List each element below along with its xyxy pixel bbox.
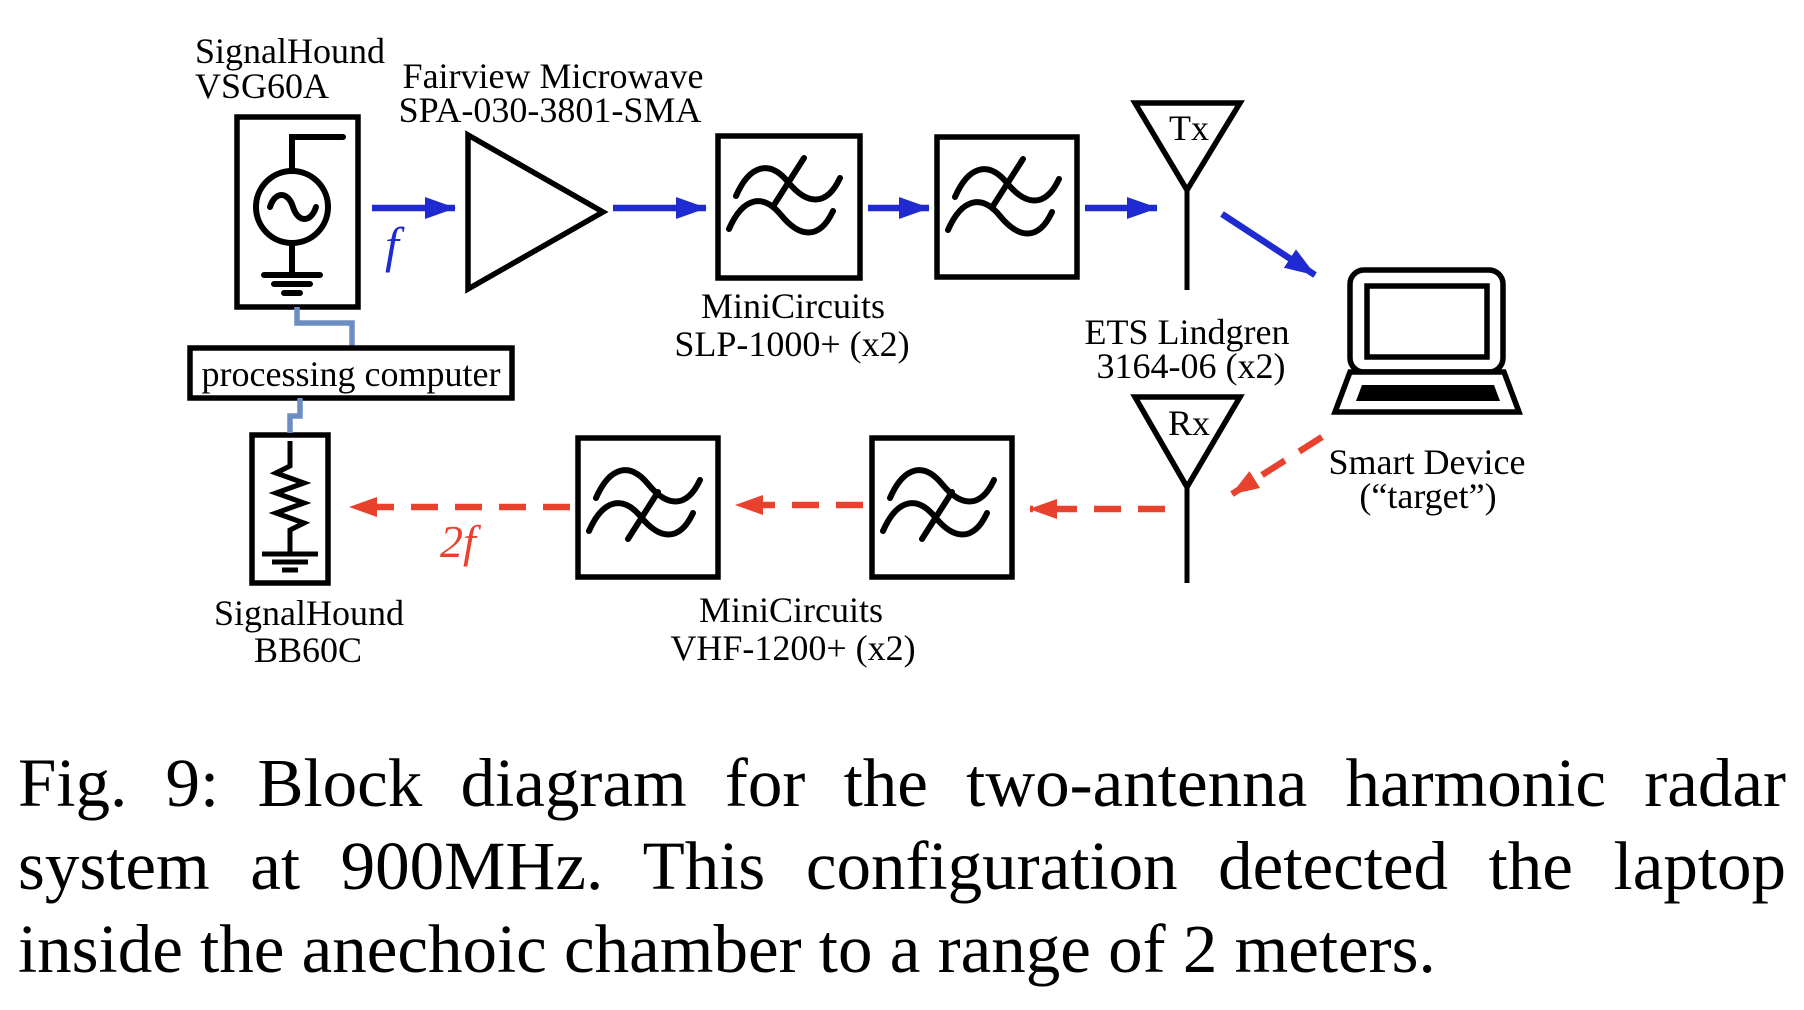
laptop-icon	[1331, 267, 1523, 415]
signal-generator-block: SignalHound VSG60A	[195, 31, 385, 310]
amplifier-label-line1: Fairview Microwave	[403, 56, 704, 96]
spectrum-analyzer-label-line1: SignalHound	[214, 593, 404, 633]
receive-path: 2f	[349, 434, 1324, 567]
highpass-filter-icon	[883, 470, 994, 542]
load-resistor-icon	[262, 441, 318, 573]
transmit-frequency-label: f	[385, 217, 405, 273]
ac-source-icon	[253, 134, 346, 296]
lowpass-filter-2	[934, 134, 1080, 280]
rx-filters-label-line1: MiniCircuits	[699, 590, 883, 630]
spectrum-analyzer-block: SignalHound BB60C	[214, 432, 404, 670]
rx-antenna-label: Rx	[1168, 403, 1210, 443]
usb-link-generator	[294, 307, 355, 346]
antenna-model-label-line2: 3164-06 (x2)	[1097, 346, 1286, 386]
transmit-path: f	[372, 197, 1317, 278]
amplifier-block: Fairview Microwave SPA-030-3801-SMA	[399, 56, 704, 294]
signal-generator-label-line1: SignalHound	[195, 31, 385, 71]
target-device: Smart Device (“target”)	[1329, 267, 1526, 516]
amplifier-icon	[465, 130, 609, 294]
tx-antenna: Tx	[1130, 100, 1245, 290]
tx-antenna-label: Tx	[1169, 108, 1209, 148]
spectrum-analyzer-label-line2: BB60C	[254, 630, 362, 670]
lowpass-filter-1	[715, 133, 863, 281]
lowpass-filter-icon	[729, 155, 840, 233]
figure-caption: Fig. 9: Block diagram for the two-antenn…	[18, 742, 1786, 991]
antenna-model-label-line1: ETS Lindgren	[1085, 312, 1290, 352]
arrow-tx-antenna-to-target	[1220, 211, 1317, 278]
lowpass-filter-icon	[948, 156, 1059, 234]
highpass-filter-2	[869, 435, 1015, 580]
highpass-filter-1	[575, 435, 721, 580]
rx-antenna: Rx	[1130, 394, 1245, 583]
processing-computer-box	[187, 345, 515, 401]
amplifier-label-line2: SPA-030-3801-SMA	[399, 90, 702, 130]
receive-frequency-label: 2f	[440, 516, 482, 567]
signal-generator-label-line2: VSG60A	[195, 66, 329, 106]
target-label-line2: (“target”)	[1359, 476, 1496, 516]
caption-line-2: system at 900MHz. This configuration det…	[18, 828, 1786, 904]
caption-line-3: inside the anechoic chamber to a range o…	[18, 911, 1436, 987]
tx-filters-label-line1: MiniCircuits	[701, 286, 885, 326]
arrow-target-to-rx-antenna	[1230, 434, 1324, 497]
caption-line-1: Fig. 9: Block diagram for the two-antenn…	[18, 745, 1786, 821]
usb-link-analyzer	[287, 398, 303, 433]
tx-filters-label-line2: SLP-1000+ (x2)	[674, 324, 909, 364]
block-diagram: SignalHound VSG60A f Fairview Microwave …	[187, 31, 1526, 670]
rx-antenna-icon	[1130, 394, 1245, 493]
highpass-filter-icon	[589, 470, 700, 542]
rx-filters-label-line2: VHF-1200+ (x2)	[670, 628, 915, 668]
processing-computer-label: processing computer	[202, 354, 501, 394]
processing-computer-block: processing computer	[187, 307, 515, 433]
target-label-line1: Smart Device	[1329, 442, 1526, 482]
tx-antenna-icon	[1130, 100, 1245, 196]
